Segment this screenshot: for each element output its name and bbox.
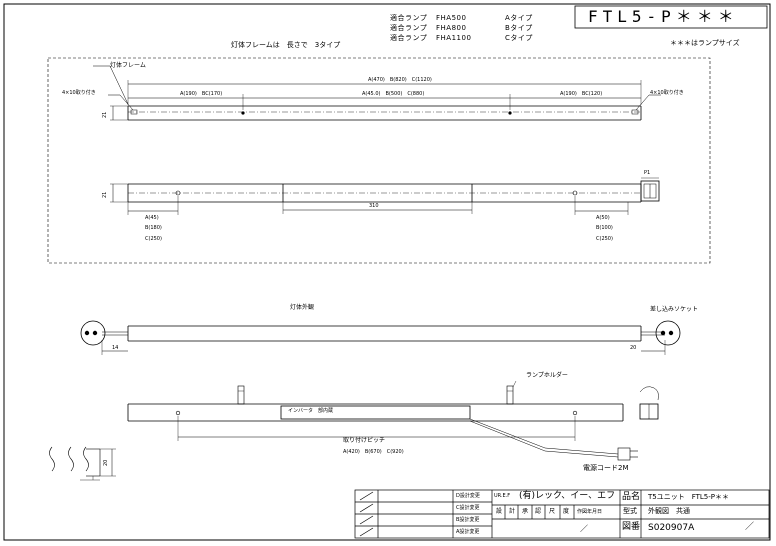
title-box <box>574 5 768 29</box>
lamp-model-a: FHA500 <box>436 14 467 22</box>
end-dim-right-b: B(100) <box>596 225 613 231</box>
frame-section-note: 灯体フレームは 長さで 3タイプ <box>231 41 341 49</box>
revision-row-a: A設計変更 <box>456 529 480 535</box>
end-dim-right-c: C(250) <box>596 236 613 242</box>
name-label: 品名 <box>622 492 641 502</box>
holder-label: ランプホルダー <box>526 372 568 379</box>
left-dim: A(190) BC(170) <box>180 91 223 97</box>
type-value: 外観図 共通 <box>648 507 690 515</box>
frame-view-region <box>47 57 711 264</box>
role-3: 承 <box>522 508 529 515</box>
height-dim-2: 21 <box>102 191 108 198</box>
drawing-slash: ／ <box>745 522 755 532</box>
end-dim-right-a: A(50) <box>596 215 610 221</box>
lamp-type-label-b: 適合ランプ <box>390 24 428 32</box>
end-cap-label: P1 <box>644 170 651 176</box>
exterior-label: 灯体外観 <box>290 304 315 311</box>
overall-dim: A(470) B(820) C(1120) <box>368 77 432 83</box>
lamp-model-b: FHA800 <box>436 24 467 32</box>
type-label: 型式 <box>623 507 637 515</box>
role-2: 計 <box>509 508 516 515</box>
role-6: 度 <box>563 508 570 515</box>
dim-left: 14 <box>112 345 119 351</box>
sheet-border <box>3 3 771 541</box>
lamp-model-c: FHA1100 <box>436 34 472 42</box>
role-5: 尺 <box>549 508 556 515</box>
right-dim: A(190) BC(120) <box>560 91 603 97</box>
dim-right: 20 <box>630 345 637 351</box>
role-4: 認 <box>535 508 542 515</box>
hole-label-right: 4×10取り付き <box>650 90 684 96</box>
mid-dim: A(45.0) B(500) C(880) <box>362 91 425 97</box>
front-view <box>127 380 659 461</box>
end-dim-left-a: A(45) <box>145 215 159 221</box>
revision-row-b: B設計変更 <box>456 517 480 523</box>
lamp-type-c: Cタイプ <box>505 34 533 42</box>
drawing-value: S020907A <box>648 523 695 533</box>
height-dim: 21 <box>102 111 108 118</box>
detail-dim: 20 <box>103 459 109 466</box>
product-code: FTL5-P＊＊＊ <box>588 7 739 26</box>
frame-side-view <box>110 177 660 215</box>
lamp-type-label-c: 適合ランプ <box>390 34 428 42</box>
exterior-view <box>80 320 681 355</box>
revision-row-d: D設計変更 <box>456 493 480 499</box>
name-value: T5ユニット FTL5-P＊＊ <box>648 493 730 501</box>
frame-label: 灯体フレーム <box>110 62 146 69</box>
lamp-size-note: ＊＊＊はランプサイズ <box>670 39 740 47</box>
lamp-type-label-a: 適合ランプ <box>390 14 428 22</box>
socket-label: 差し込みソケット <box>650 306 699 313</box>
lamp-type-b: Bタイプ <box>505 24 533 32</box>
frame-top-view <box>93 65 661 121</box>
title-block-lines <box>354 489 770 539</box>
revision-row-c: C設計変更 <box>456 505 480 511</box>
inverter-width: 310 <box>369 203 379 209</box>
role-1: 設 <box>496 508 503 515</box>
drawing-label: 図番 <box>622 522 641 532</box>
pitch-values: A(420) B(670) C(920) <box>343 449 404 455</box>
end-dim-left-b: B(180) <box>145 225 162 231</box>
role-7: 作図年月日 <box>577 509 603 515</box>
company-slash: ／ <box>580 524 588 533</box>
section-detail <box>49 446 116 481</box>
inverter-label: インバータ 部内蔵 <box>288 408 334 414</box>
hole-label-left: 4×10取り付き <box>62 90 96 96</box>
cord-label: 電源コード2M <box>583 464 629 472</box>
company-name: (有)レック、イー、エフ <box>519 491 616 501</box>
lamp-type-a: Aタイプ <box>505 14 533 22</box>
company-reg: UR.E.F <box>494 493 511 499</box>
pitch-label: 取り付けピッチ <box>343 437 386 444</box>
end-dim-left-c: C(250) <box>145 236 162 242</box>
